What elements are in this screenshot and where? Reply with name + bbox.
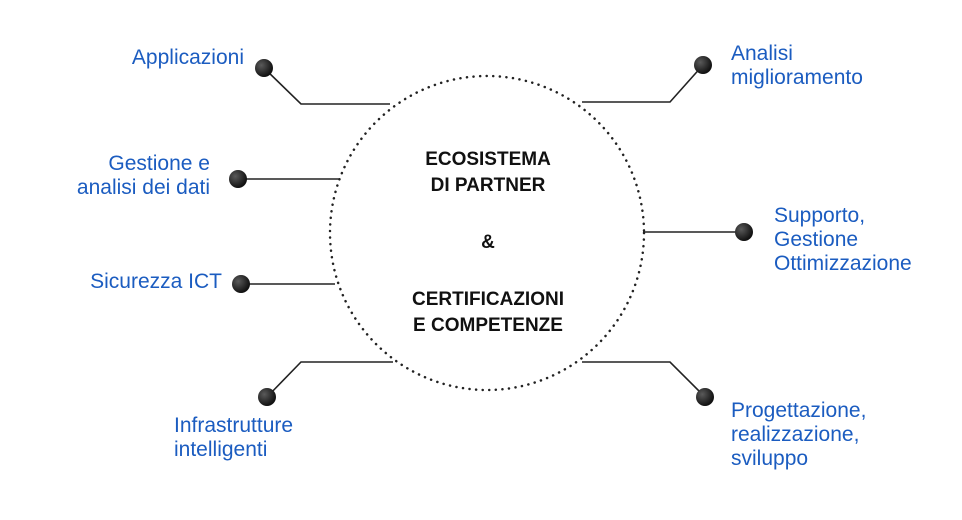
connector-analisi [582, 64, 704, 103]
label-infrastrutture: Infrastrutture intelligenti [174, 414, 294, 461]
dot-infrastrutture [258, 388, 276, 406]
dot-sicurezza-ict [232, 275, 250, 293]
center-line-2: DI PARTNER [430, 175, 546, 196]
center-circle [328, 74, 646, 392]
label-gestione-dati: Gestione e analisi dei dati [76, 152, 210, 199]
dot-supporto [735, 223, 753, 241]
label-sicurezza-ict: Sicurezza ICT [90, 270, 222, 293]
center-ampersand: & [481, 232, 495, 253]
connector-progettazione [582, 361, 706, 398]
center-title: ECOSISTEMA DI PARTNER [338, 147, 638, 199]
dot-applicazioni [255, 59, 273, 77]
dot-analisi [694, 56, 712, 74]
label-supporto: Supporto, Gestione Ottimizzazione [774, 204, 912, 275]
dot-gestione-dati [229, 170, 247, 188]
label-analisi: Analisi miglioramento [731, 42, 863, 89]
dot-progettazione [696, 388, 714, 406]
connector-applicazioni [263, 67, 390, 105]
label-progettazione: Progettazione, realizzazione, sviluppo [731, 399, 867, 470]
center-subtitle: CERTIFICAZIONI E COMPETENZE [338, 287, 638, 339]
connector-infrastrutture [266, 361, 393, 398]
center-line-4: E COMPETENZE [413, 315, 563, 336]
center-line-1: ECOSISTEMA [425, 149, 551, 170]
center-line-3: CERTIFICAZIONI [412, 289, 564, 310]
label-applicazioni: Applicazioni [131, 46, 244, 69]
